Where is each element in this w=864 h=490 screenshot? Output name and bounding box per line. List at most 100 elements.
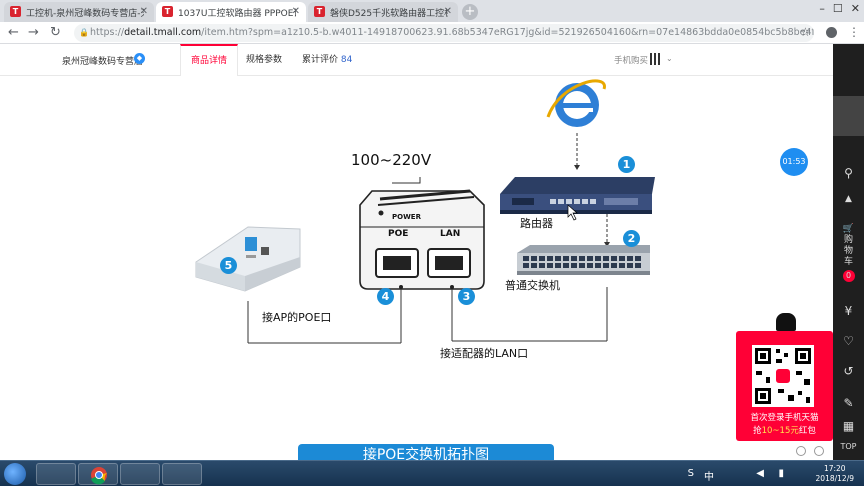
internet-explorer-icon bbox=[546, 79, 606, 127]
feedback-icon[interactable]: ✎ bbox=[843, 396, 854, 410]
url-path: /item.htm?spm=a1z10.5-b.w4011-1491870062… bbox=[201, 27, 814, 38]
coupon-icon[interactable]: ¥ bbox=[844, 304, 853, 318]
wall-ap-device bbox=[195, 226, 301, 292]
grid-icon[interactable]: ▦ bbox=[842, 419, 855, 433]
url-field[interactable]: 🔒 https://detail.tmall.com/item.htm?spm=… bbox=[74, 24, 814, 42]
tmall-favicon-icon: T bbox=[314, 6, 325, 17]
maximize-icon[interactable]: ☐ bbox=[832, 2, 843, 15]
close-icon[interactable]: ✕ bbox=[291, 6, 300, 17]
qr-code-icon[interactable] bbox=[650, 53, 662, 65]
router-device bbox=[500, 177, 655, 214]
router-label: 路由器 bbox=[520, 217, 553, 230]
promo-amount: 10~15元 bbox=[761, 426, 799, 436]
tab-strip: T 工控机-泉州冠峰数码专营店-天猫 ✕ T 1037U工控软路由器 PPPOE… bbox=[0, 0, 864, 22]
promo-line-1: 首次登录手机天猫 bbox=[750, 413, 819, 423]
tab-2[interactable]: T 1037U工控软路由器 PPPOE计费 ✕ bbox=[156, 2, 306, 22]
tab-3-title: 磐侠D525千兆软路由器工控机计 bbox=[330, 8, 448, 19]
tab-specs-label: 规格参数 bbox=[246, 55, 283, 65]
tmall-favicon-icon: T bbox=[162, 6, 173, 17]
taskbar-app-icon[interactable] bbox=[162, 463, 202, 485]
network-icon[interactable]: ▮ bbox=[778, 468, 784, 479]
back-to-top-button[interactable]: TOP bbox=[833, 442, 864, 451]
tray-icon[interactable]: 中 bbox=[704, 472, 714, 483]
taskbar-chrome-icon[interactable] bbox=[78, 463, 118, 485]
bookmark-star-icon[interactable]: ☆ bbox=[800, 25, 811, 39]
sidebar-thumbnail[interactable] bbox=[833, 96, 864, 136]
tab-product-details-label: 商品详情 bbox=[191, 56, 228, 66]
tmall-favicon-icon: T bbox=[10, 6, 21, 17]
store-nav: 泉州冠峰数码专营店 ◆ 商品详情 规格参数 累计评价 84 手机购买 ⌄ bbox=[0, 44, 833, 76]
minimize-icon[interactable]: – bbox=[819, 2, 825, 15]
volume-icon[interactable]: ◀ bbox=[756, 468, 764, 479]
poe-port-label: POE bbox=[388, 229, 409, 239]
promo-qr-code bbox=[752, 345, 814, 407]
tab-reviews[interactable]: 累计评价 84 bbox=[302, 44, 352, 76]
promo-prefix: 抢 bbox=[753, 426, 762, 436]
banner-title: 接POE交换机拓扑图 bbox=[362, 447, 490, 460]
badge-4: 4 bbox=[377, 288, 394, 305]
power-label: POWER bbox=[392, 213, 421, 221]
poe-topology-diagram bbox=[195, 79, 655, 344]
sidebar-avatar[interactable]: ▲ bbox=[845, 194, 852, 204]
cart-label: 购物车 bbox=[843, 235, 853, 267]
voltage-label: 100~220V bbox=[351, 151, 432, 169]
customer-service-icon[interactable] bbox=[814, 446, 824, 456]
switch-device bbox=[517, 245, 650, 275]
new-tab-button[interactable]: + bbox=[462, 4, 478, 20]
badge-1: 1 bbox=[618, 156, 635, 173]
section-banner: 接POE交换机拓扑图 bbox=[298, 444, 554, 460]
poe-adapter-device bbox=[359, 189, 485, 290]
profile-icon[interactable] bbox=[826, 27, 837, 38]
tab-1[interactable]: T 工控机-泉州冠峰数码专营店-天猫 ✕ bbox=[4, 2, 154, 22]
cart-icon: 🛒 bbox=[842, 224, 855, 234]
taskbar-cmd-icon[interactable] bbox=[120, 463, 160, 485]
tab-product-details[interactable]: 商品详情 bbox=[180, 44, 239, 76]
windows-taskbar: S 中 ◀ ▮ 17:20 2018/12/9 bbox=[0, 460, 864, 486]
back-arrow-icon[interactable]: ← bbox=[8, 25, 19, 40]
close-icon[interactable]: ✕ bbox=[443, 6, 452, 17]
chevron-down-icon: ⌄ bbox=[666, 54, 673, 63]
tray-date: 2018/12/9 bbox=[815, 474, 854, 483]
tab-specs[interactable]: 规格参数 bbox=[246, 44, 282, 76]
location-pin-icon[interactable]: ⚲ bbox=[844, 166, 853, 180]
badge-3: 3 bbox=[458, 288, 475, 305]
menu-dots-icon[interactable]: ⋮ bbox=[848, 25, 860, 39]
aliwangwang-icon[interactable] bbox=[796, 446, 806, 456]
clock-bubble[interactable]: 01:53 bbox=[780, 148, 808, 176]
close-icon[interactable]: ✕ bbox=[139, 6, 148, 17]
badge-2: 2 bbox=[623, 230, 640, 247]
cart-count: 0 bbox=[842, 270, 855, 282]
tab-3[interactable]: T 磐侠D525千兆软路由器工控机计 ✕ bbox=[308, 2, 458, 22]
start-button-icon[interactable] bbox=[4, 463, 26, 485]
tray-clock[interactable]: 17:20 2018/12/9 bbox=[816, 464, 854, 484]
tab-1-title: 工控机-泉州冠峰数码专营店-天猫 bbox=[26, 8, 144, 19]
history-icon[interactable]: ↺ bbox=[843, 364, 854, 378]
review-count: 84 bbox=[340, 55, 353, 65]
tmall-cat-logo-icon bbox=[776, 313, 796, 331]
close-window-icon[interactable]: ✕ bbox=[850, 2, 860, 15]
right-sidebar: ⚲ ▲ 🛒 购物车 0 ¥ ♡ ↺ ✎ ▦ TOP bbox=[833, 44, 864, 460]
favorite-icon[interactable]: ♡ bbox=[843, 334, 854, 348]
store-name[interactable]: 泉州冠峰数码专营店 bbox=[62, 57, 144, 67]
url-prefix: https:// bbox=[90, 27, 125, 38]
mobile-buy-link[interactable]: 手机购买 bbox=[614, 56, 649, 66]
url-host: detail.tmall.com bbox=[124, 27, 202, 38]
promo-suffix: 红包 bbox=[798, 426, 816, 436]
lan-port-label: LAN bbox=[440, 229, 461, 239]
reload-icon[interactable]: ↻ bbox=[50, 25, 61, 40]
badge-5: 5 bbox=[220, 257, 237, 274]
mouse-cursor-icon bbox=[567, 204, 578, 221]
tray-time: 17:20 bbox=[823, 464, 846, 473]
top-label: TOP bbox=[840, 442, 857, 451]
product-detail-content: 100~220V POWER POE LAN 路由器 普通交换机 接AP的POE… bbox=[0, 77, 833, 460]
store-badge-icon: ◆ bbox=[134, 53, 145, 64]
tmall-app-promo[interactable]: 首次登录手机天猫 抢10~15元红包 bbox=[736, 313, 833, 441]
tab-2-title: 1037U工控软路由器 PPPOE计费 bbox=[178, 8, 296, 19]
window-controls: – ☐ ✕ bbox=[819, 2, 860, 15]
address-bar: ← → ↻ 🔒 https://detail.tmall.com/item.ht… bbox=[0, 22, 864, 44]
sidebar-cart[interactable]: 🛒 购物车 0 bbox=[833, 224, 864, 282]
taskbar-explorer-icon[interactable] bbox=[36, 463, 76, 485]
forward-arrow-icon[interactable]: → bbox=[28, 25, 39, 40]
ime-icon[interactable]: S bbox=[687, 468, 694, 479]
switch-label: 普通交换机 bbox=[505, 279, 560, 292]
